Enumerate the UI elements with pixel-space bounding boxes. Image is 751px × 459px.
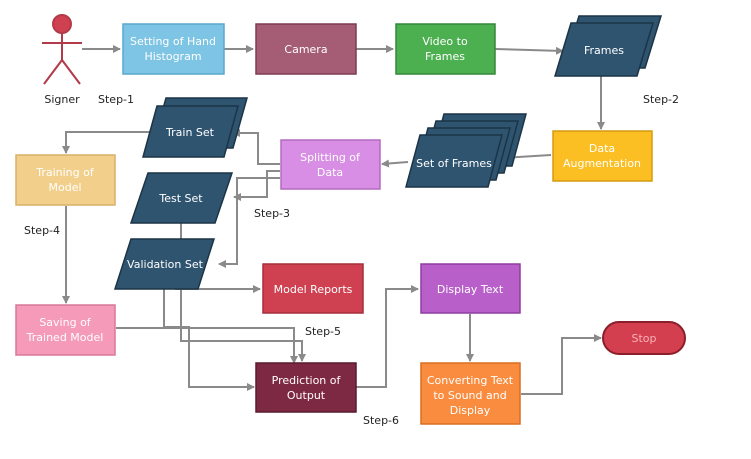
set-of-frames-label: Set of Frames [416,157,492,170]
hand-histogram-line1: Setting of Hand [130,35,216,48]
video-to-frames-line2: Frames [425,50,465,63]
stick-figure-icon [42,14,82,85]
node-stop: Stop [602,321,686,355]
frames-label: Frames [584,44,624,57]
converting-line2: to Sound and [433,389,506,402]
arrow-trainset-to-training [62,131,165,154]
train-set-label: Train Set [165,126,215,139]
prediction-line1: Prediction of [272,374,342,387]
signer-label: Signer [44,93,80,106]
video-to-frames-line1: Video to [422,35,468,48]
arrow-converting-to-stop [521,334,602,395]
step-3-label: Step-3 [254,207,290,220]
saving-line2: Trained Model [26,331,104,344]
arrow-prediction-to-displaytext [356,285,419,388]
signer-figure: Signer [42,14,82,106]
arrow-saving-to-prediction [116,327,298,364]
node-frames: Frames [553,15,663,77]
node-display-text: Display Text [420,263,521,314]
node-video-to-frames: Video to Frames [395,23,496,75]
node-set-of-frames: Set of Frames [405,113,527,188]
converting-line1: Converting Text [427,374,514,387]
saving-line1: Saving of [39,316,91,329]
converting-line3: Display [450,404,491,417]
stop-label: Stop [631,332,656,345]
node-test-set: Test Set [129,172,234,224]
step-6-label: Step-6 [363,414,399,427]
training-line2: Model [48,181,81,194]
node-train-set: Train Set [142,97,248,158]
step-5-label: Step-5 [305,325,341,338]
node-saving-of-model: Saving of Trained Model [15,304,116,356]
node-prediction-of-output: Prediction of Output [255,362,357,413]
step-2-label: Step-2 [643,93,679,106]
node-camera: Camera [255,23,357,75]
arrow-video-to-frames [494,46,564,55]
arrow-splitting-to-testset [233,170,280,201]
hand-histogram-line2: Histogram [144,50,201,63]
validation-set-label: Validation Set [127,258,204,271]
arrow-splitting-to-trainset [232,129,280,165]
data-augmentation-line1: Data [589,142,615,155]
splitting-line1: Splitting of [300,151,361,164]
model-reports-label: Model Reports [274,283,353,296]
training-line1: Training of [35,166,95,179]
node-converting-text: Converting Text to Sound and Display [420,362,521,425]
step-4-label: Step-4 [24,224,60,237]
splitting-line2: Data [317,166,343,179]
display-text-label: Display Text [437,283,504,296]
test-set-label: Test Set [158,192,203,205]
node-splitting-of-data: Splitting of Data [280,139,381,190]
node-training-of-model: Training of Model [15,154,116,206]
camera-label: Camera [284,43,327,56]
node-data-augmentation: Data Augmentation [552,130,653,182]
prediction-line2: Output [287,389,326,402]
node-model-reports: Model Reports [262,263,364,314]
arrow-splitting-to-validation [218,177,280,268]
data-augmentation-line2: Augmentation [563,157,641,170]
arrow-validation-to-prediction [163,289,255,391]
arrow-setofframes-to-splitting [381,159,409,168]
node-hand-histogram: Setting of Hand Histogram [122,23,225,75]
node-validation-set: Validation Set [113,238,216,290]
step-1-label: Step-1 [98,93,134,106]
